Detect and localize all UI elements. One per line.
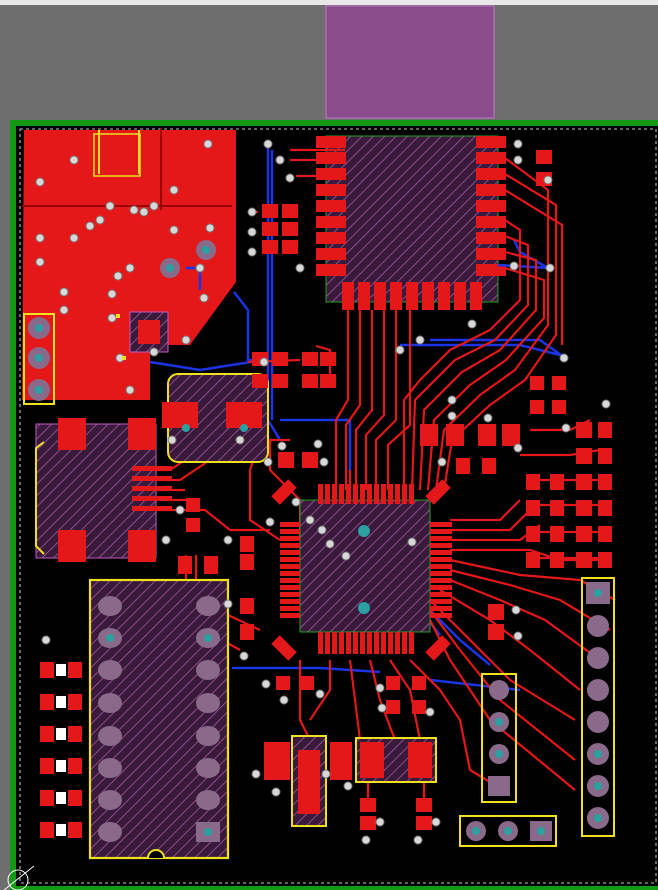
led-array-right[interactable] bbox=[526, 422, 612, 568]
smd-passives[interactable] bbox=[66, 150, 566, 830]
voltage-regulator[interactable] bbox=[264, 735, 352, 827]
top-scrollbar[interactable] bbox=[0, 0, 658, 5]
header-8pin-right[interactable] bbox=[581, 577, 615, 837]
keepout-line bbox=[19, 128, 657, 884]
power-through-holes bbox=[160, 240, 248, 432]
usb-connector[interactable] bbox=[35, 418, 172, 562]
wifi-module[interactable] bbox=[316, 135, 506, 310]
power-ic[interactable] bbox=[129, 311, 169, 353]
resistor-array-left[interactable] bbox=[40, 662, 82, 838]
via-holes bbox=[35, 139, 611, 845]
selection-rectangle[interactable] bbox=[325, 5, 495, 119]
silkscreen-marks bbox=[98, 130, 140, 360]
origin-marker bbox=[3, 865, 35, 890]
power-header-3pin[interactable] bbox=[23, 313, 55, 405]
header-3pin-bottom[interactable] bbox=[459, 815, 557, 847]
header-4pin[interactable] bbox=[481, 673, 517, 803]
dip16-socket[interactable] bbox=[88, 578, 230, 860]
inductor[interactable] bbox=[355, 737, 437, 783]
mcu-qfp-chip[interactable] bbox=[271, 479, 452, 661]
